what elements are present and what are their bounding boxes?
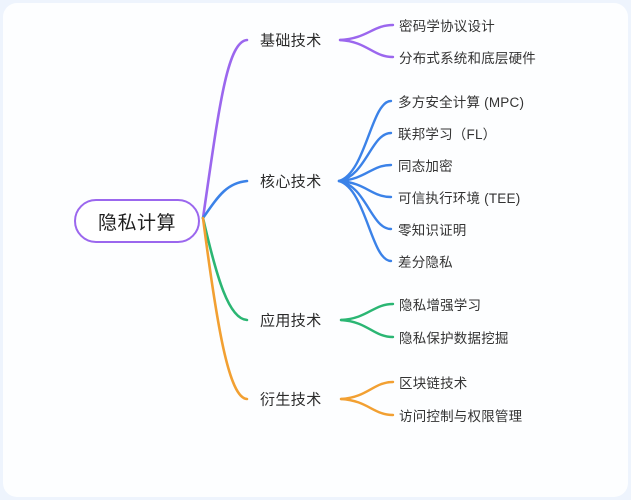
leaf-connector-core-2 [337,163,393,183]
branch-label-derivative[interactable]: 衍生技术 [260,391,322,409]
leaf-connector-core-5 [337,179,393,263]
mindmap-canvas [3,3,628,497]
leaf-label-basic-1[interactable]: 分布式系统和底层硬件 [399,51,536,66]
leaf-label-core-0[interactable]: 多方安全计算 (MPC) [398,95,525,110]
root-node-label: 隐私计算 [97,212,176,234]
root-node[interactable]: 隐私计算 [74,199,200,243]
leaf-connector-core-0 [337,99,393,183]
leaf-connector-derivative-1 [339,397,395,417]
branch-label-basic[interactable]: 基础技术 [260,32,322,50]
leaf-label-basic-0[interactable]: 密码学协议设计 [399,19,495,34]
branch-trunk-application [201,216,249,322]
leaf-connector-application-0 [339,302,395,322]
branch-label-core[interactable]: 核心技术 [260,173,322,191]
leaf-connector-basic-1 [338,38,395,59]
leaf-connector-derivative-0 [339,380,395,401]
branch-trunk-core [201,179,249,220]
leaf-label-application-1[interactable]: 隐私保护数据挖掘 [399,331,509,346]
leaf-label-core-2[interactable]: 同态加密 [398,159,453,174]
leaf-label-derivative-1[interactable]: 访问控制与权限管理 [399,409,523,424]
leaf-label-core-3[interactable]: 可信执行环境 (TEE) [398,191,521,206]
branch-label-application[interactable]: 应用技术 [260,312,322,330]
leaf-label-core-1[interactable]: 联邦学习（FL） [398,127,497,142]
leaf-connector-core-4 [337,179,393,231]
leaf-label-core-4[interactable]: 零知识证明 [398,223,467,238]
leaf-label-application-0[interactable]: 隐私增强学习 [399,298,482,313]
branch-trunk-derivative [201,216,249,401]
leaf-connector-core-1 [337,131,393,183]
leaf-label-derivative-0[interactable]: 区块链技术 [399,376,468,391]
leaf-connector-application-1 [339,318,395,339]
leaf-connector-basic-0 [338,23,395,42]
branch-trunk-basic [201,38,249,220]
leaf-label-core-5[interactable]: 差分隐私 [398,255,453,270]
